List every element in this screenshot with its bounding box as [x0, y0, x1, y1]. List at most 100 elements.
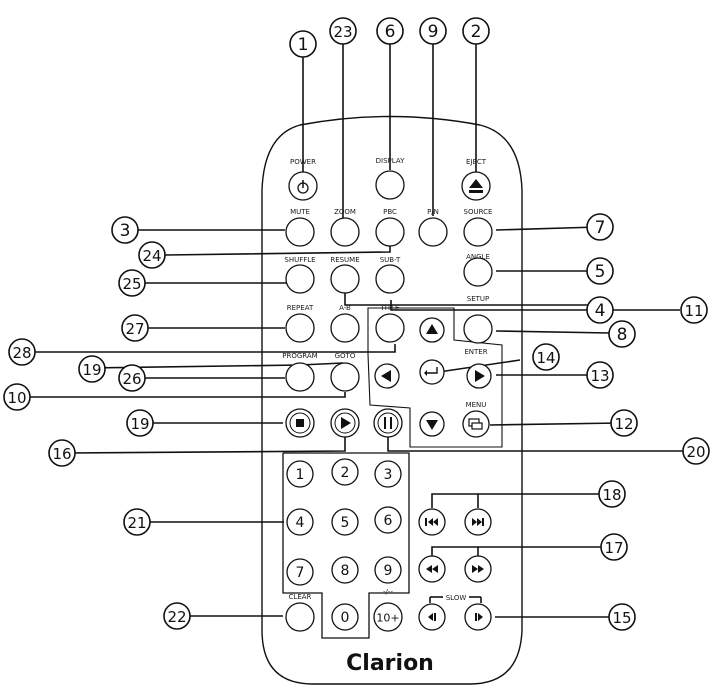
callout-8-label: 8 — [617, 325, 628, 345]
pbc-button[interactable] — [375, 217, 405, 247]
stop-icon — [296, 419, 304, 427]
left-button[interactable] — [374, 363, 400, 389]
resume-button[interactable] — [330, 264, 360, 294]
up-arrow-icon — [426, 324, 438, 334]
callout-23-label: 23 — [333, 23, 352, 41]
goto-button[interactable] — [330, 362, 360, 392]
callout-8: 8 — [608, 320, 636, 348]
eject-button[interactable] — [461, 171, 491, 201]
pause-button[interactable] — [373, 408, 403, 438]
label-ab: A-B — [339, 304, 351, 312]
label-pbc: PBC — [383, 208, 397, 216]
repeat-button[interactable] — [285, 313, 315, 343]
callout-5: 5 — [586, 257, 614, 285]
callout-14: 14 — [532, 343, 560, 371]
display-button[interactable] — [375, 170, 405, 200]
key-1[interactable]: 1 — [286, 460, 314, 488]
callout-24: 24 — [138, 241, 166, 269]
rewind-icon — [426, 565, 432, 573]
label-resume: RESUME — [330, 256, 359, 264]
callout-1-label: 1 — [298, 35, 309, 55]
label-display: DISPLAY — [376, 157, 405, 165]
label-setup: SETUP — [467, 295, 490, 303]
key-2[interactable]: 2 — [331, 458, 359, 486]
callout-18-label: 18 — [602, 486, 621, 504]
label-clear: CLEAR — [289, 593, 312, 601]
callout-19-upper: 19 — [78, 355, 106, 383]
callout-25: 25 — [118, 269, 146, 297]
callout-1: 1 — [289, 30, 317, 58]
slow-back-icon — [428, 613, 433, 621]
right-button[interactable] — [466, 363, 492, 389]
mute-button[interactable] — [285, 217, 315, 247]
key-5[interactable]: 5 — [331, 508, 359, 536]
play-button[interactable] — [330, 408, 360, 438]
callout-26: 26 — [118, 364, 146, 392]
callout-20: 20 — [682, 437, 710, 465]
ab-button[interactable] — [330, 313, 360, 343]
rewind-button[interactable] — [418, 555, 446, 583]
key-10-plus[interactable]: 10+ — [373, 602, 403, 632]
clear-button[interactable] — [285, 602, 315, 632]
angle-button[interactable] — [463, 257, 493, 287]
skip-back-button[interactable] — [418, 508, 446, 536]
power-button[interactable] — [288, 171, 318, 201]
key-9-label: 9 — [384, 563, 393, 579]
callout-10: 10 — [3, 383, 31, 411]
key-4[interactable]: 4 — [286, 508, 314, 536]
label-enter: ENTER — [464, 348, 487, 356]
key-3[interactable]: 3 — [374, 460, 402, 488]
callout-27: 27 — [121, 314, 149, 342]
callout-5-label: 5 — [595, 262, 606, 282]
callout-9: 9 — [419, 17, 447, 45]
slow-forward-icon — [475, 613, 477, 621]
callout-21: 21 — [123, 508, 151, 536]
left-arrow-icon — [381, 370, 391, 382]
enter-button[interactable] — [419, 359, 445, 385]
callout-25-label: 25 — [122, 275, 141, 293]
callout-4: 4 — [586, 296, 614, 324]
callout-13: 13 — [586, 361, 614, 389]
callout-7: 7 — [586, 213, 614, 241]
key-6[interactable]: 6 — [374, 506, 402, 534]
skip-forward-icon — [472, 518, 477, 526]
callout-27-label: 27 — [125, 320, 144, 338]
callout-13-label: 13 — [590, 367, 609, 385]
fast-forward-button[interactable] — [464, 555, 492, 583]
up-button[interactable] — [419, 317, 445, 343]
stop-button[interactable] — [285, 408, 315, 438]
zoom-button[interactable] — [330, 217, 360, 247]
label-program: PROGRAM — [282, 352, 317, 360]
callout-28: 28 — [8, 338, 36, 366]
program-button[interactable] — [285, 362, 315, 392]
callout-21-label: 21 — [127, 514, 146, 532]
subt-button[interactable] — [375, 264, 405, 294]
callout-11: 11 — [680, 296, 708, 324]
key-9[interactable]: 9 — [374, 556, 402, 584]
key-8[interactable]: 8 — [331, 556, 359, 584]
slow-back-button[interactable] — [418, 603, 446, 631]
key-7[interactable]: 7 — [286, 558, 314, 586]
callout-20-label: 20 — [686, 443, 705, 461]
skip-forward-button[interactable] — [464, 508, 492, 536]
callout-3-label: 3 — [120, 221, 131, 241]
shuffle-button[interactable] — [285, 264, 315, 294]
callout-10-label: 10 — [7, 389, 26, 407]
key-4-label: 4 — [296, 515, 305, 531]
key-8-label: 8 — [341, 563, 350, 579]
setup-button[interactable] — [463, 314, 493, 344]
menu-button[interactable] — [462, 410, 490, 438]
callout-16-label: 16 — [52, 445, 71, 463]
callout-4-label: 4 — [595, 301, 606, 321]
title-button[interactable] — [375, 313, 405, 343]
callout-3: 3 — [111, 216, 139, 244]
down-button[interactable] — [419, 411, 445, 437]
label-eject: EJECT — [466, 158, 487, 166]
label-power: POWER — [290, 158, 316, 166]
callout-6: 6 — [376, 17, 404, 45]
slow-forward-button[interactable] — [464, 603, 492, 631]
source-button[interactable] — [463, 217, 493, 247]
key-0[interactable]: 0 — [331, 603, 359, 631]
pn-button[interactable] — [418, 217, 448, 247]
callout-19-lower-label: 19 — [130, 415, 149, 433]
